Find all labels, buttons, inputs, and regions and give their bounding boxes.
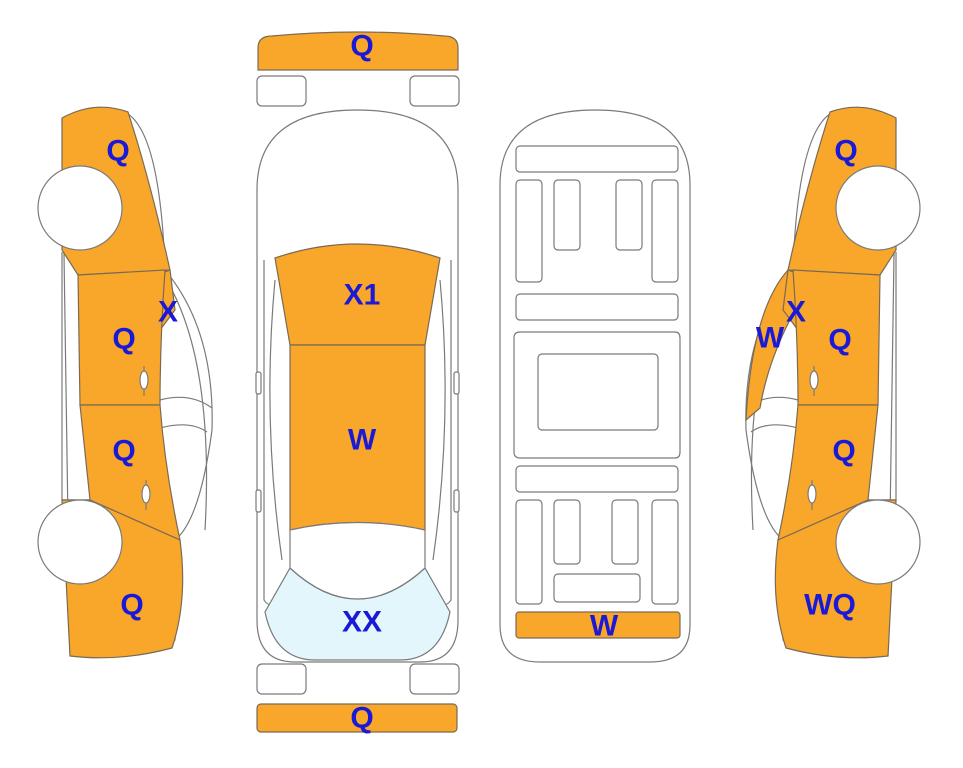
under-rear-right-arm: [611, 499, 639, 565]
hood-panel[interactable]: [274, 243, 441, 346]
top-right-side-line: [432, 279, 446, 561]
label-front-bumper: Q: [350, 30, 373, 63]
label-left-rear-door: Q: [112, 435, 135, 468]
left-headlight: [256, 75, 307, 107]
under-front-right-arm: [615, 179, 643, 251]
under-rear-left-rail: [515, 499, 543, 605]
right-handle-top: [453, 489, 460, 513]
right-rear-door-handle: [807, 480, 817, 510]
label-right-front-fender: Q: [834, 135, 857, 168]
label-left-pillar: X: [158, 296, 178, 329]
under-rear-right-rail: [651, 499, 679, 605]
left-taillight: [256, 663, 307, 695]
under-center-tank: [537, 353, 659, 431]
label-right-rear-quarter: WQ: [804, 589, 856, 622]
rear-bumper-panel[interactable]: [256, 703, 458, 733]
left-window-lower: [159, 424, 208, 433]
label-hood: X1: [344, 279, 381, 312]
under-front-left-arm: [553, 179, 581, 251]
under-rear-left-arm: [553, 499, 581, 565]
label-right-pillar: X: [786, 296, 806, 329]
underbody-rear-panel[interactable]: [515, 611, 681, 639]
label-roof: W: [348, 424, 377, 457]
right-rear-wheel: [835, 499, 921, 585]
under-mid-rear-bar: [515, 465, 679, 493]
trunk-gap: [289, 521, 426, 600]
right-front-door-handle: [809, 366, 819, 396]
right-window-lower: [750, 424, 799, 433]
under-rear-crossmember: [553, 573, 641, 603]
under-front-right-rail: [651, 179, 679, 283]
label-left-front-fender: Q: [106, 135, 129, 168]
front-bumper-panel[interactable]: [257, 31, 459, 71]
label-right-rear-door: Q: [832, 435, 855, 468]
label-right-front-door: Q: [828, 324, 851, 357]
left-handle-top: [255, 489, 262, 513]
top-left-side-line: [269, 279, 283, 561]
label-rear-bumper: Q: [350, 702, 373, 735]
under-front-left-rail: [515, 179, 543, 283]
left-front-door-handle: [139, 366, 149, 396]
label-rear-window: XX: [342, 606, 382, 639]
right-mirror-top: [453, 371, 460, 395]
label-underbody-rear: W: [590, 610, 619, 643]
right-headlight: [409, 75, 460, 107]
left-beltline: [159, 396, 213, 409]
left-mirror-top: [255, 371, 262, 395]
left-rear-wheel: [37, 499, 123, 585]
label-left-front-door: Q: [112, 323, 135, 356]
left-front-wheel: [37, 165, 123, 251]
label-left-rear-quarter: Q: [120, 589, 143, 622]
under-mid-front-bar: [515, 293, 679, 321]
left-rear-door-handle: [141, 480, 151, 510]
right-taillight: [409, 663, 460, 695]
under-front-crossmember: [515, 145, 679, 173]
label-right-mirror: W: [756, 322, 785, 355]
right-front-wheel: [835, 165, 921, 251]
